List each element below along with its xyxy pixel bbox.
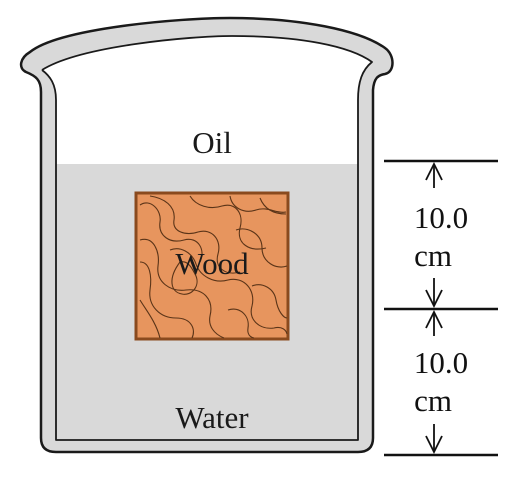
lower-dimension-value: 10.0 [414, 345, 468, 380]
wood-label: Wood [175, 246, 249, 281]
beaker-interior [42, 36, 372, 164]
upper-dimension-unit: cm [414, 238, 452, 273]
lower-dimension-arrowhead-bottom [425, 435, 443, 455]
beaker-inner-outline [41, 35, 373, 441]
wood-grain [139, 195, 288, 339]
upper-dimension-arrowhead-top [425, 161, 443, 181]
wood-block-body [134, 191, 290, 341]
wood-block [134, 191, 290, 341]
water-label: Water [175, 400, 249, 435]
lower-dimension-arrowhead-top [425, 309, 443, 329]
lower-dimension-unit: cm [414, 383, 452, 418]
dimension-markers [384, 159, 498, 457]
upper-dimension-arrowhead-bottom [425, 289, 443, 309]
oil-label: Oil [192, 125, 232, 160]
upper-dimension-value: 10.0 [414, 200, 468, 235]
